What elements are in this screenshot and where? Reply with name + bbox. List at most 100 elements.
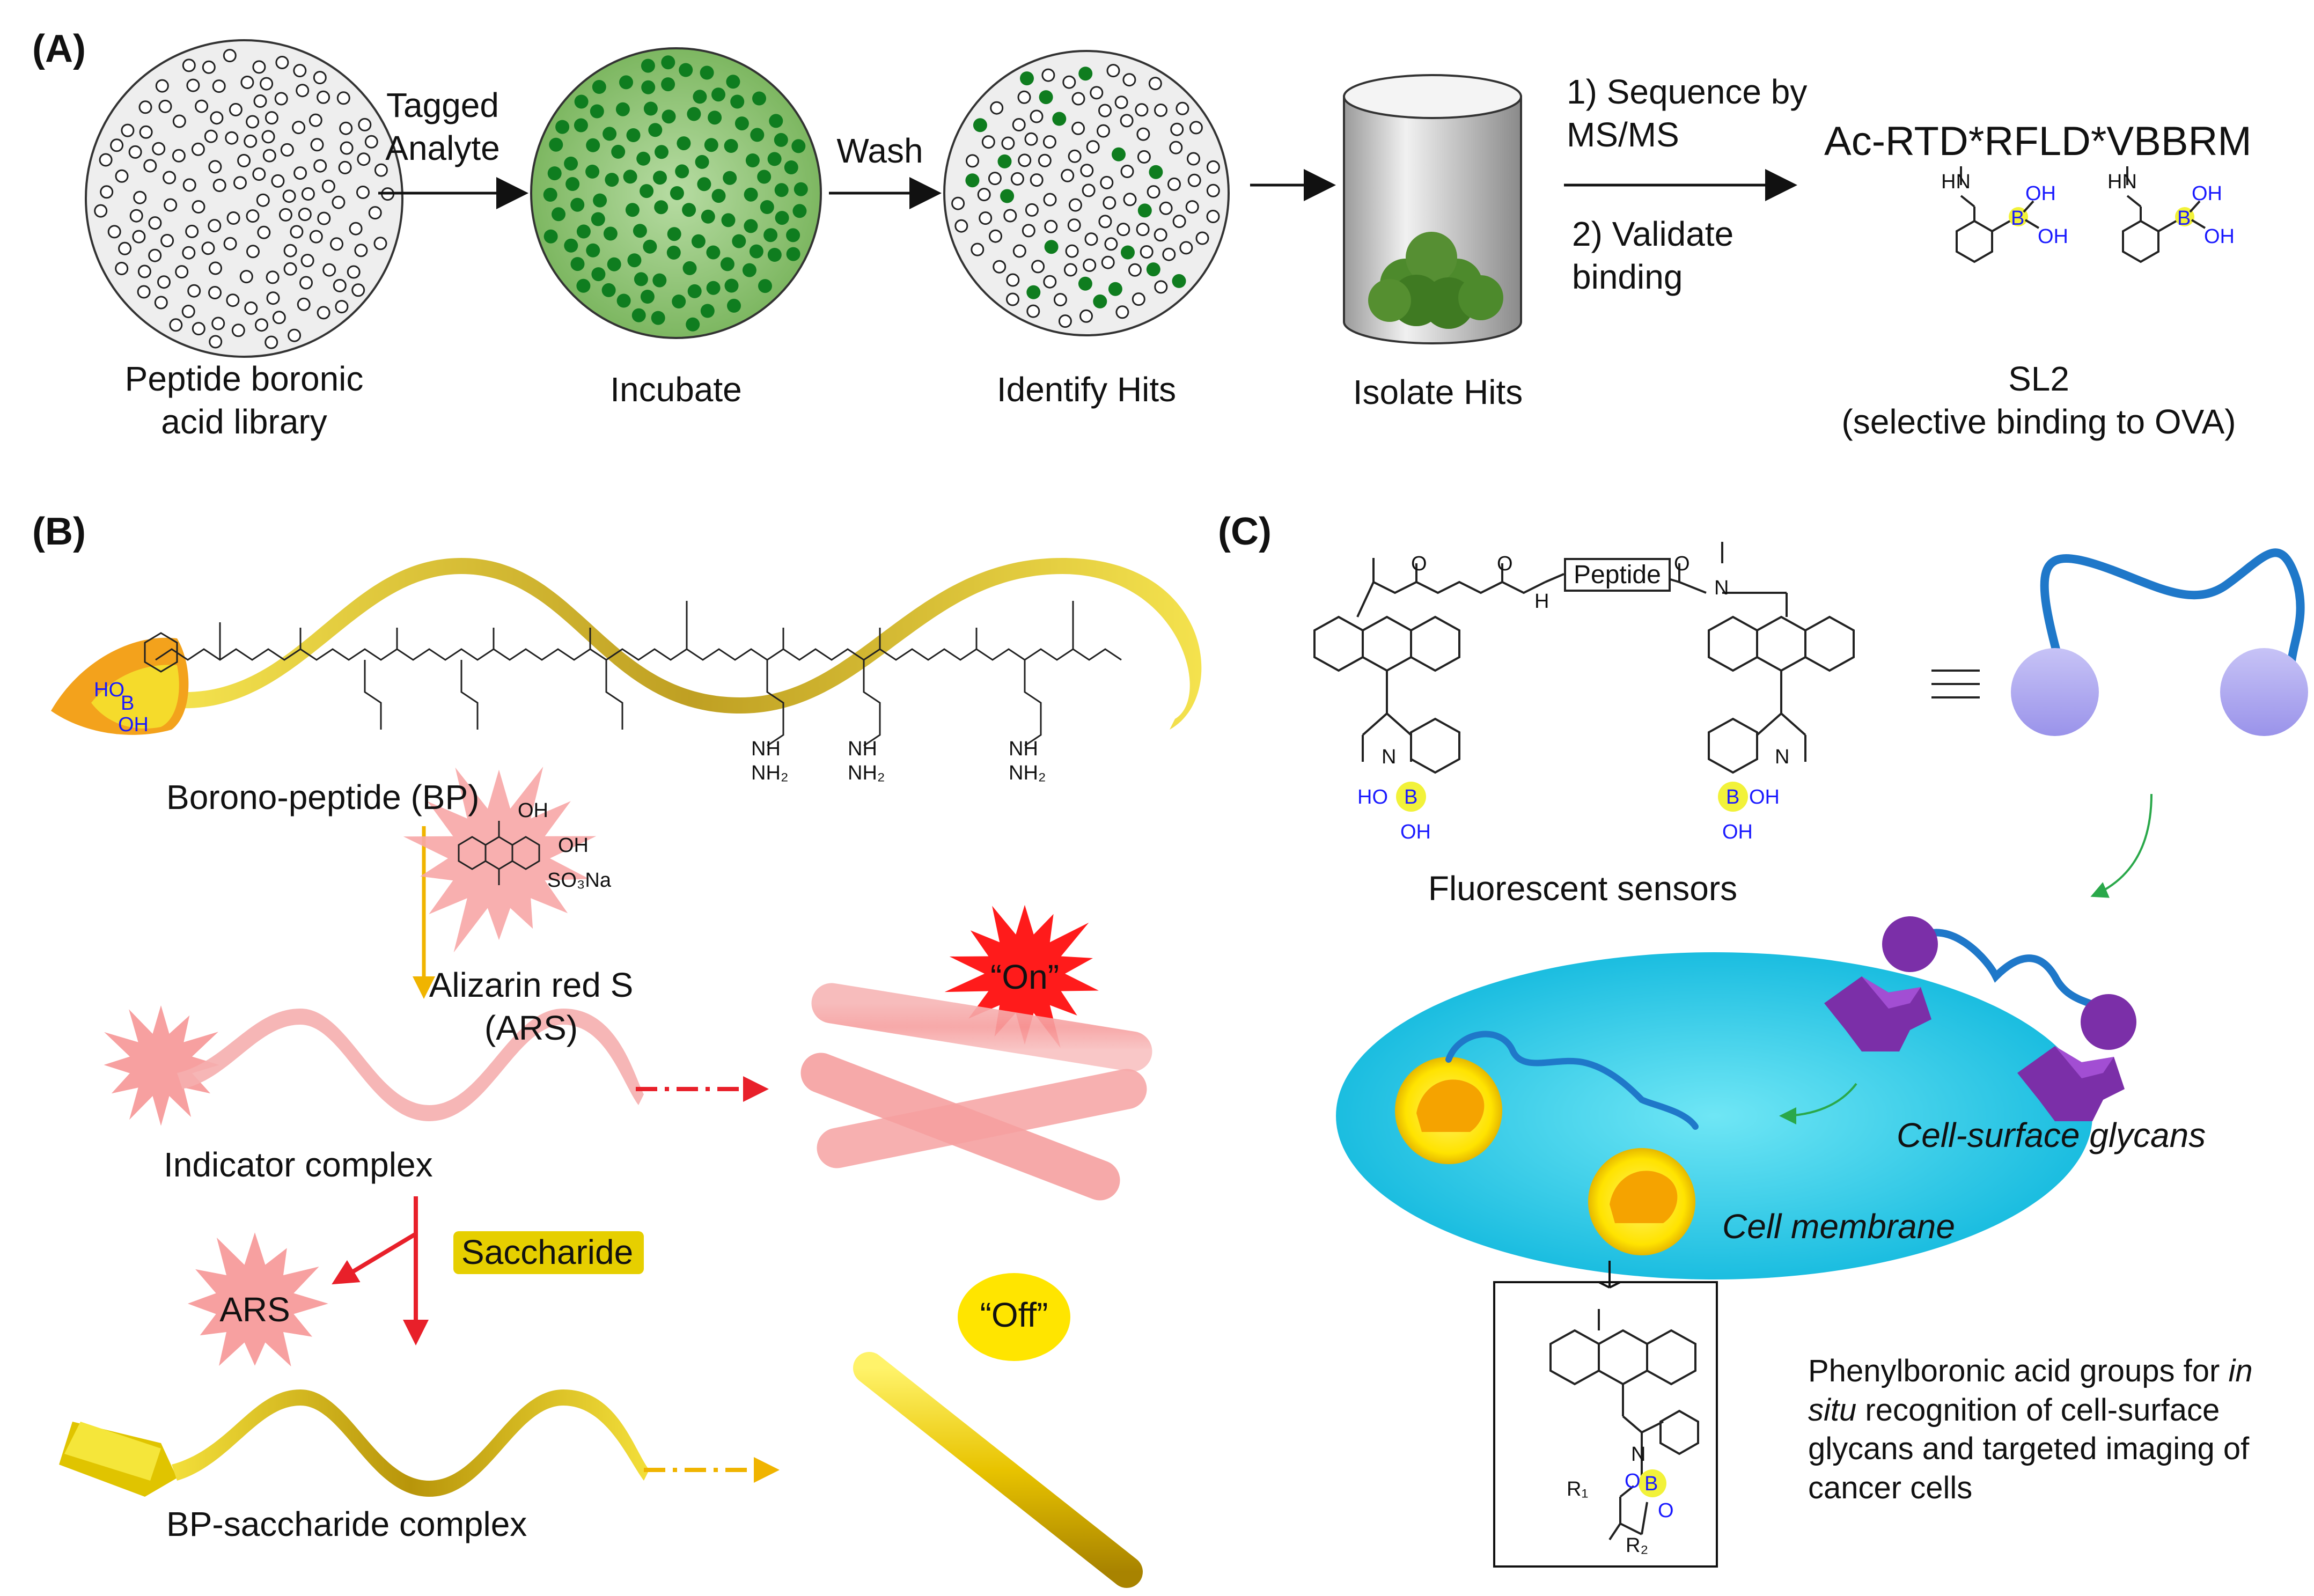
- bead: [246, 115, 260, 129]
- bead: [292, 121, 306, 135]
- bead: [574, 118, 588, 133]
- description-line-2: situ recognition of cell-surface: [1808, 1392, 2220, 1428]
- sensor-fluorophore-left: [2011, 648, 2099, 736]
- bead: [1120, 165, 1134, 178]
- bead: [1041, 68, 1055, 82]
- bead: [769, 114, 783, 128]
- boron-highlight-left: [1396, 782, 1426, 812]
- bead: [1083, 258, 1097, 272]
- bead: [720, 257, 734, 271]
- arg-nh2-1: NH₂: [751, 762, 789, 784]
- bead: [666, 245, 681, 260]
- borono-peptide-helix: [177, 558, 1202, 730]
- bead: [164, 198, 178, 212]
- sensor-oh-right-2: OH: [1722, 821, 1753, 843]
- library-beads: [94, 49, 395, 349]
- bp-oh: OH: [118, 714, 149, 736]
- bead: [993, 260, 1007, 274]
- ars-so3na: SO₃Na: [547, 869, 611, 892]
- bp-b: B: [121, 692, 135, 715]
- arg-nh-1: NH: [751, 738, 781, 760]
- bead: [1006, 273, 1020, 287]
- bead: [191, 142, 205, 156]
- sl2-oh-2a: OH: [2192, 182, 2222, 205]
- bead: [182, 58, 196, 72]
- library-caption-2: acid library: [161, 402, 327, 441]
- bead: [574, 94, 589, 109]
- bead: [1116, 223, 1130, 237]
- pink-fiber-assembly: [800, 983, 1152, 1201]
- bead: [570, 197, 585, 212]
- bead: [208, 219, 222, 233]
- bead: [336, 91, 350, 105]
- bead: [794, 182, 808, 196]
- bead: [1149, 165, 1163, 179]
- bead: [640, 290, 655, 304]
- bead: [1147, 185, 1160, 199]
- bead: [212, 79, 226, 93]
- bead: [1030, 109, 1044, 123]
- bead: [979, 211, 993, 225]
- bead: [708, 111, 722, 125]
- bead: [1120, 114, 1134, 128]
- bead: [201, 241, 215, 255]
- bead: [186, 78, 200, 92]
- bead: [784, 160, 798, 174]
- bead: [1093, 294, 1107, 308]
- bead: [691, 234, 706, 248]
- bead: [239, 270, 253, 284]
- bead: [137, 285, 151, 299]
- bead: [1179, 241, 1193, 255]
- bead: [1108, 282, 1122, 296]
- bead: [265, 335, 278, 349]
- bead: [767, 152, 782, 166]
- bead: [661, 77, 675, 92]
- bead: [640, 184, 654, 198]
- bead: [1167, 177, 1181, 191]
- bead: [257, 225, 271, 239]
- bead: [283, 244, 297, 258]
- bead: [152, 142, 166, 156]
- bead: [1003, 209, 1017, 223]
- bead: [1104, 237, 1118, 251]
- bead: [128, 145, 142, 159]
- bead: [313, 71, 327, 85]
- bead: [1172, 274, 1186, 288]
- bead: [100, 185, 114, 199]
- sl2-b-1: B: [2011, 207, 2025, 230]
- bead: [1154, 228, 1167, 242]
- bead: [576, 278, 591, 293]
- bead: [154, 296, 168, 310]
- bead: [1063, 263, 1077, 277]
- bead: [661, 55, 675, 70]
- panel-b-label: (B): [32, 510, 86, 553]
- bead: [1112, 147, 1126, 161]
- bead: [651, 311, 665, 325]
- bead: [697, 177, 711, 192]
- bead: [981, 135, 995, 149]
- bead: [552, 207, 565, 222]
- bead: [951, 196, 965, 210]
- bead: [760, 200, 774, 214]
- bead: [543, 188, 557, 202]
- bead: [547, 166, 562, 181]
- sensor-caption: Fluorescent sensors: [1428, 869, 1738, 908]
- bead: [565, 177, 580, 191]
- bead: [954, 219, 968, 233]
- sensor-oh-left: OH: [1400, 821, 1431, 843]
- bead: [721, 213, 736, 227]
- bead: [749, 244, 763, 259]
- bead: [368, 206, 382, 220]
- bead: [704, 138, 718, 152]
- bead: [730, 94, 745, 109]
- bead: [340, 141, 354, 155]
- bead: [744, 219, 758, 233]
- bead: [181, 305, 195, 318]
- bead: [1000, 189, 1015, 203]
- bead: [229, 102, 243, 116]
- bead: [175, 265, 189, 279]
- bead: [555, 120, 570, 134]
- bead: [775, 211, 789, 225]
- bead: [1140, 245, 1154, 259]
